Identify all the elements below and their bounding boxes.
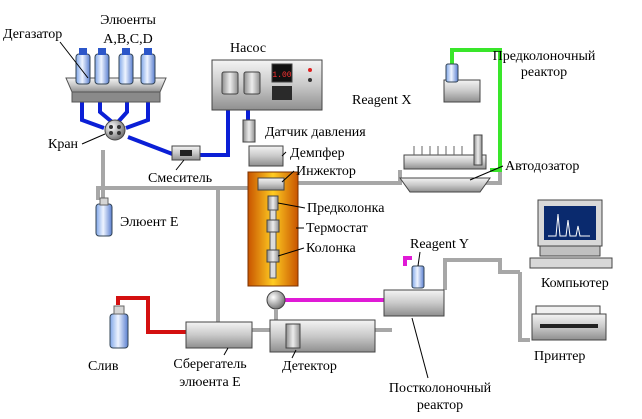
label-pressure-sensor: Датчик давления bbox=[265, 125, 366, 140]
label-degasser: Дегазатор bbox=[3, 27, 62, 42]
label-postcolumn-reactor-2: реактор bbox=[417, 398, 463, 413]
label-pump: Насос bbox=[230, 41, 266, 56]
label-eluent-e: Элюент E bbox=[120, 215, 178, 230]
label-precolumn: Предколонка bbox=[307, 201, 385, 216]
pump-display: 1.00 bbox=[272, 71, 291, 80]
autosampler bbox=[399, 134, 491, 193]
damper bbox=[248, 145, 284, 167]
computer bbox=[529, 199, 613, 269]
label-eluents-1: Элюенты bbox=[100, 13, 156, 28]
label-mixer: Смеситель bbox=[148, 171, 212, 186]
injector bbox=[257, 177, 285, 191]
mixer bbox=[171, 145, 201, 161]
labels: Дегазатор Элюенты A,B,C,D Насос Кран Сме… bbox=[3, 13, 609, 413]
precolumn-lines bbox=[450, 48, 502, 172]
label-valve: Кран bbox=[48, 137, 79, 152]
line-valve-mixer-pump bbox=[127, 95, 230, 157]
label-precolumn-reactor-2: реактор bbox=[521, 65, 567, 80]
pressure-sensor bbox=[242, 119, 256, 143]
eluent-saver bbox=[185, 321, 253, 349]
eluent-bottle-c bbox=[118, 48, 134, 85]
label-detector: Детектор bbox=[282, 359, 337, 374]
drain-bottle bbox=[109, 305, 129, 349]
gray-lines bbox=[96, 150, 530, 342]
detector bbox=[269, 319, 376, 353]
label-drain: Слив bbox=[88, 359, 119, 374]
line-computer-printer bbox=[518, 272, 530, 342]
label-autosampler: Автодозатор bbox=[505, 159, 579, 174]
label-eluents-2: A,B,C,D bbox=[103, 32, 152, 47]
column bbox=[266, 209, 280, 279]
label-reagent-x: Reagent X bbox=[352, 93, 411, 108]
label-column: Колонка bbox=[306, 241, 357, 256]
postcolumn-reactor bbox=[383, 265, 445, 317]
line-eluent-e-injector bbox=[96, 186, 248, 200]
line-injector-autosampler bbox=[285, 170, 402, 185]
label-reagent-y: Reagent Y bbox=[410, 237, 469, 252]
label-damper: Демпфер bbox=[290, 146, 345, 161]
degasser bbox=[65, 48, 167, 103]
column-outlet-ball bbox=[266, 290, 286, 310]
label-saver-2: элюента E bbox=[179, 375, 240, 390]
eluent-e-bottle bbox=[95, 197, 113, 237]
pump: 1.00 bbox=[211, 59, 323, 111]
leader-lines bbox=[59, 41, 504, 379]
eluent-bottle-d bbox=[140, 48, 156, 85]
drain-lines bbox=[116, 296, 188, 334]
label-saver-1: Сберегатель bbox=[173, 357, 246, 372]
label-injector: Инжектор bbox=[296, 164, 356, 179]
line-reactor-computer bbox=[443, 258, 520, 290]
label-postcolumn-reactor-1: Постколоночный bbox=[389, 381, 492, 396]
precolumn-reactor bbox=[443, 63, 481, 103]
eluent-bottle-b bbox=[94, 48, 110, 85]
label-printer: Принтер bbox=[534, 349, 585, 364]
valve bbox=[104, 119, 126, 141]
label-thermostat: Термостат bbox=[306, 221, 368, 236]
precolumn bbox=[267, 195, 279, 211]
label-computer: Компьютер bbox=[541, 276, 609, 291]
label-precolumn-reactor-1: Предколоночный bbox=[493, 49, 596, 64]
postcolumn-lines bbox=[285, 256, 412, 302]
printer bbox=[531, 305, 607, 341]
